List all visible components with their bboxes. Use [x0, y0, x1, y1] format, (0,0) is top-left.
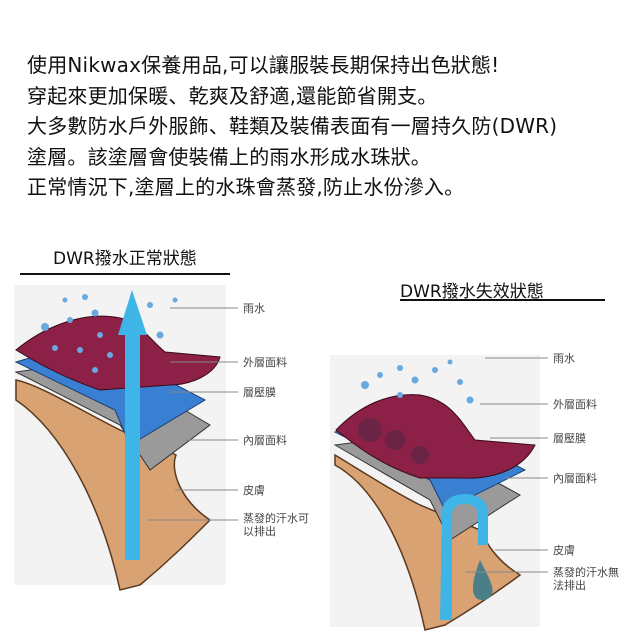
rain-drops [361, 359, 474, 404]
outer-layer [335, 394, 536, 479]
label-inner-fabric: 內層面料 [553, 472, 597, 485]
leader-lines [148, 307, 238, 521]
vapor-arrow-shaft [125, 330, 140, 560]
label-outer-fabric: 外層面料 [243, 356, 287, 369]
label-sweat-line: 蒸發的汗水無 [553, 566, 619, 579]
failed-title: DWR撥水失效狀態 [400, 282, 544, 302]
normal-title: DWR撥水正常狀態 [53, 249, 197, 269]
label-inner-fabric: 內層面料 [243, 434, 287, 447]
label-rain: 雨水 [243, 302, 265, 315]
failed-title-underline [400, 299, 605, 301]
skin-layer [15, 379, 212, 591]
rain-drops [41, 294, 178, 373]
label-sweat: 蒸發的汗水可 以排出 [243, 512, 309, 538]
failed-diagram [330, 355, 548, 631]
wet-patches [358, 418, 429, 464]
intro-text: 使用Nikwax保養用品,可以讓服裝長期保持出色狀態! 穿起來更加保暖、乾爽及舒… [27, 50, 557, 203]
trapped-sweat [473, 560, 493, 601]
blocked-vapor-arrow [440, 494, 488, 620]
intro-line: 塗層。該塗層會使裝備上的雨水形成水珠狀。 [27, 144, 431, 169]
label-sweat-line: 法排出 [553, 579, 586, 592]
vapor-arrow-head [118, 290, 147, 335]
intro-line: 大多數防水戶外服飾、鞋類及裝備表面有一層持久防(DWR) [27, 114, 558, 138]
label-membrane: 層壓膜 [553, 432, 586, 445]
normal-diagram [14, 285, 238, 591]
leader-lines [465, 357, 548, 573]
intro-line: 使用Nikwax保養用品,可以讓服裝長期保持出色狀態! [27, 53, 500, 77]
label-outer-fabric: 外層面料 [553, 398, 597, 411]
label-sweat: 蒸發的汗水無 法排出 [553, 566, 619, 592]
label-sweat-line: 以排出 [243, 525, 276, 538]
label-rain: 雨水 [553, 352, 575, 365]
intro-line: 正常情況下,塗層上的水珠會蒸發,防止水份滲入。 [27, 175, 465, 199]
label-membrane: 層壓膜 [243, 386, 276, 399]
normal-title-underline [20, 273, 230, 275]
label-skin: 皮膚 [243, 484, 265, 497]
intro-line: 穿起來更加保暖、乾爽及舒適,還能節省開支。 [27, 83, 438, 108]
label-skin: 皮膚 [553, 544, 575, 557]
label-sweat-line: 蒸發的汗水可 [243, 512, 309, 525]
outer-layer [15, 315, 221, 391]
